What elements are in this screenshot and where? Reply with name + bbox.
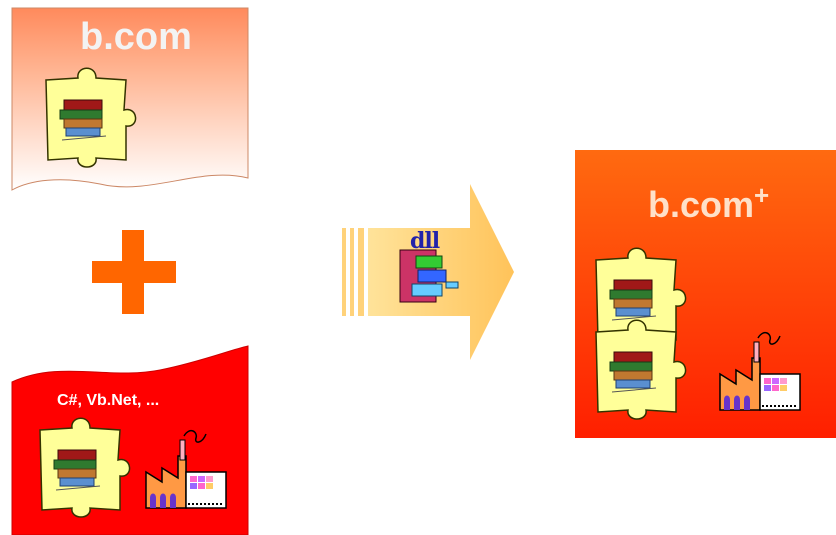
- result-card: [575, 150, 836, 438]
- puzzle-book-icon: [595, 319, 687, 420]
- puzzle-book-icon: [45, 67, 137, 168]
- source-card: [11, 7, 249, 191]
- result-card-title: b.com+: [648, 180, 769, 226]
- code-card: [11, 345, 249, 535]
- dll-icon: [399, 249, 459, 303]
- result-card-superscript: +: [754, 180, 770, 210]
- puzzle-book-icon: [39, 417, 131, 518]
- code-card-languages: C#, Vb.Net, ...: [57, 392, 160, 409]
- plus-sign: [92, 230, 176, 314]
- transform-arrow: [342, 184, 514, 360]
- dll-icon-label: dll: [410, 228, 440, 254]
- source-card-title: b.com: [80, 16, 192, 58]
- result-card-title-text: b.com: [648, 184, 755, 225]
